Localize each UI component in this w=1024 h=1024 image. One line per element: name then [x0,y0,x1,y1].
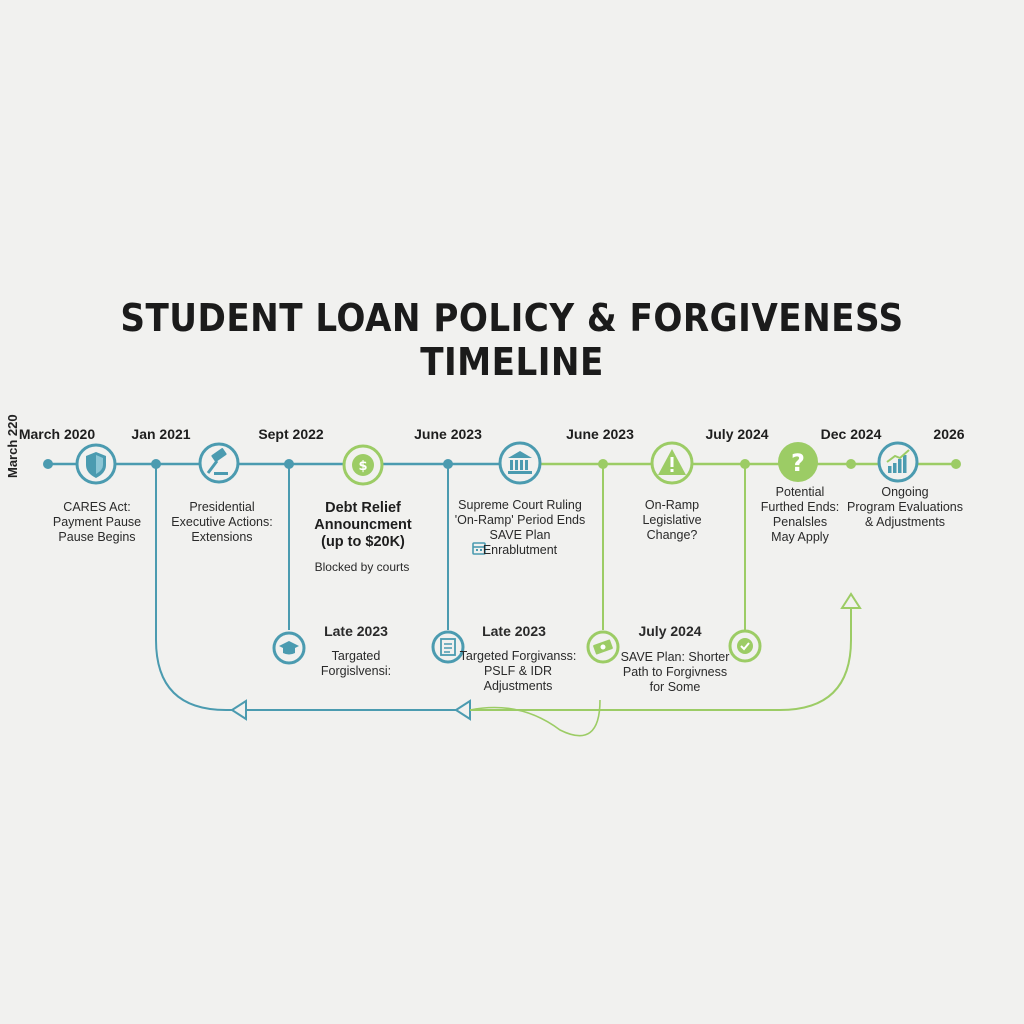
date-label: 2026 [933,426,965,442]
event-text-supreme-court: Supreme Court Ruling 'On-Ramp' Period En… [454,498,586,557]
chart-icon [877,441,919,483]
loop-path-teal [155,464,520,711]
arrow-head [230,699,247,721]
shield-icon [75,443,117,485]
date-label: June 2023 [566,426,634,442]
date-label: July 2024 [705,426,769,442]
timeline-dot [43,459,53,469]
side-date-label: March 220 [5,414,20,478]
date-label: June 2023 [414,426,482,442]
date-label: Sept 2022 [258,426,324,442]
event-date-july-2024: July 2024 [638,623,702,639]
event-date-late-2023: Late 2023 [482,623,546,639]
date-label: Jan 2021 [131,426,191,442]
arrow-head [840,592,862,609]
warning-icon [650,441,694,485]
bank-icon [498,441,542,485]
calendar-icon [472,542,486,555]
event-text-potential: Potential Furthed Ends: Penalsles May Ap… [760,485,840,544]
money-icon [586,630,620,664]
event-text-cares-act: CARES Act: Payment Pause Pause Begins [52,500,142,544]
document-icon [431,630,465,664]
event-text-save-plan: SAVE Plan: Shorter Path to Forgivness fo… [620,650,730,694]
event-note-blocked: Blocked by courts [314,560,410,574]
dollar-icon: $ [342,444,384,486]
event-text-executive-actions: Presidential Executive Actions: Extensio… [171,500,273,544]
timeline-dot [846,459,856,469]
loop-path-green [470,600,852,711]
event-text-ongoing: Ongoing Program Evaluations & Adjustment… [846,485,964,529]
page-title: STUDENT LOAN POLICY & FORGIVENESS TIMELI… [120,296,904,384]
svg-text:$: $ [358,459,367,474]
gavel-icon [198,442,240,484]
date-label: March 2020 [18,426,96,442]
event-text-targeted-pslf: Targeted Forgivanss: PSLF & IDR Adjustme… [459,649,577,693]
check-icon [728,629,762,663]
loop-path-green [469,699,601,737]
event-text-debt-relief: Debt Relief Announcment (up to $20K) [314,500,412,550]
svg-text:?: ? [791,449,805,477]
event-text-on-ramp: On-Ramp Legislative Change? [642,498,702,542]
question-icon: ? [778,442,818,482]
graduation-cap-icon [272,631,306,665]
timeline-dot [951,459,961,469]
date-label: Dec 2024 [820,426,882,442]
arrow-head [454,699,471,721]
event-date-late-2023: Late 2023 [324,623,388,639]
event-text-targated: Targated Forgislvensi: [320,649,392,678]
